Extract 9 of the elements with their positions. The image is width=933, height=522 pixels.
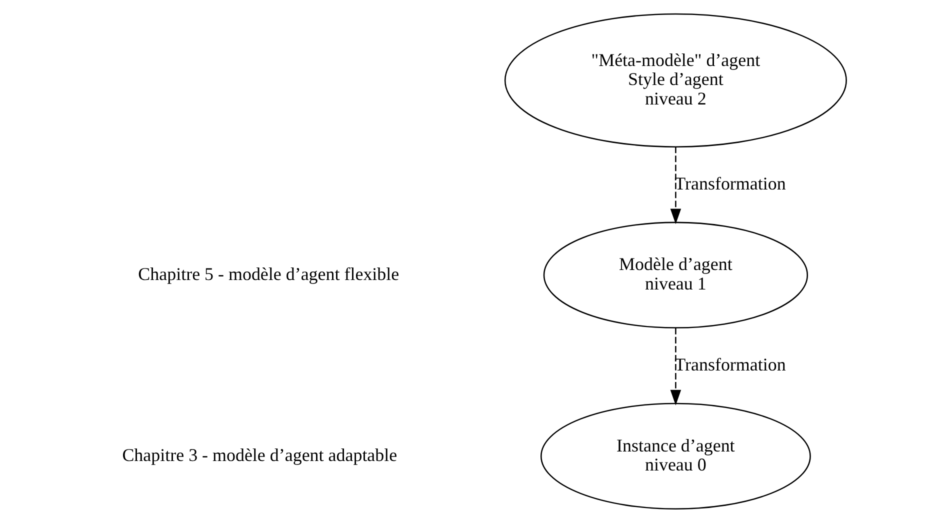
node-ellipse: Instance d’agent niveau 0 xyxy=(540,402,810,510)
arrow xyxy=(670,328,681,405)
arrow xyxy=(670,146,681,224)
edge-label: Transformation xyxy=(674,172,786,193)
node-ellipse: "Méta-modèle" d’agent Style d’agent niveau 2 xyxy=(504,12,846,147)
label: Chapitre 5 - modèle d’agent flexible xyxy=(138,263,399,284)
node-ellipse: Modèle d’agent niveau 1 xyxy=(542,221,808,328)
label: Chapitre 3 - modèle d’agent adaptable xyxy=(122,444,397,464)
edge-label: Transformation xyxy=(674,354,786,374)
